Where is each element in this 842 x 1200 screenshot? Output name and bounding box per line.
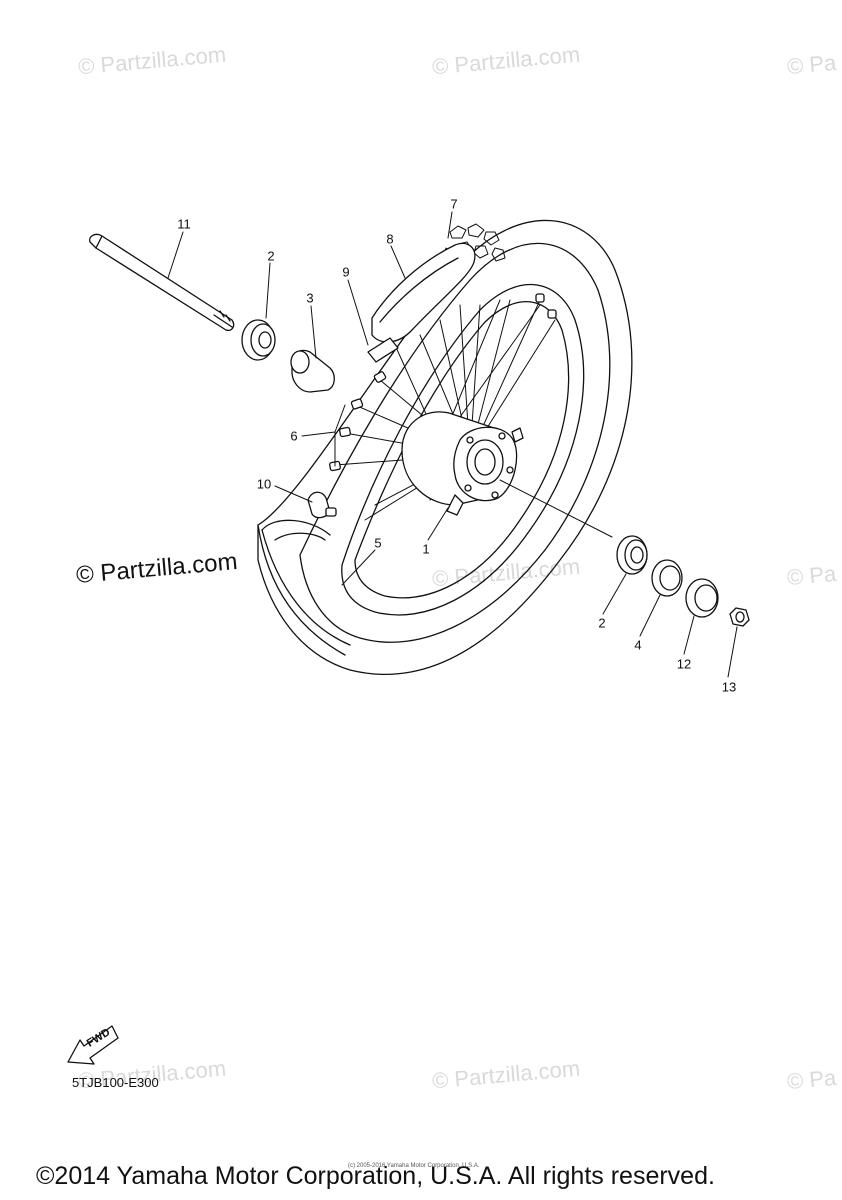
callout-6: 6	[290, 428, 298, 444]
callout-9: 9	[342, 264, 350, 280]
callout-13: 13	[721, 679, 737, 695]
nut	[729, 607, 750, 627]
axle	[89, 233, 235, 332]
callout-10: 10	[256, 476, 272, 492]
tire-outline-inner	[299, 242, 611, 643]
leader-lines	[167, 211, 738, 678]
rim-band	[371, 242, 476, 343]
callout-2: 2	[267, 248, 275, 264]
rim-lock	[367, 337, 399, 363]
tube-outline-outer	[261, 519, 331, 536]
rim-inner	[354, 301, 570, 599]
valve-cap	[307, 491, 337, 519]
tube-shape	[257, 524, 351, 656]
tube-outline-inner	[274, 532, 326, 541]
hub	[401, 411, 524, 516]
washer	[685, 578, 719, 618]
fwd-arrow-icon	[67, 1025, 119, 1065]
callout-4: 4	[634, 637, 642, 653]
rim-outer	[341, 283, 585, 616]
callout-8: 8	[386, 231, 394, 247]
callout-3: 3	[306, 290, 314, 306]
rim-band-edge	[379, 257, 459, 323]
collar	[290, 349, 335, 393]
tire-outline-outer	[257, 219, 633, 675]
collar-right	[651, 559, 683, 597]
bearing-left	[241, 319, 276, 361]
callout-12: 12	[676, 656, 692, 672]
bearing-right	[616, 535, 648, 575]
copyright-notice: ©2014 Yamaha Motor Corporation, U.S.A. A…	[36, 1162, 715, 1190]
spoke-nipples	[329, 293, 557, 472]
callout-1: 1	[422, 541, 430, 557]
callout-7: 7	[450, 196, 458, 212]
diagram-code: 5TJB100-E300	[72, 1075, 159, 1090]
small-copyright: (c) 2005-2016 Yamaha Motor Corporation, …	[348, 1163, 480, 1169]
callout-2: 2	[598, 615, 606, 631]
callout-5: 5	[374, 535, 382, 551]
callout-11: 11	[177, 216, 191, 232]
